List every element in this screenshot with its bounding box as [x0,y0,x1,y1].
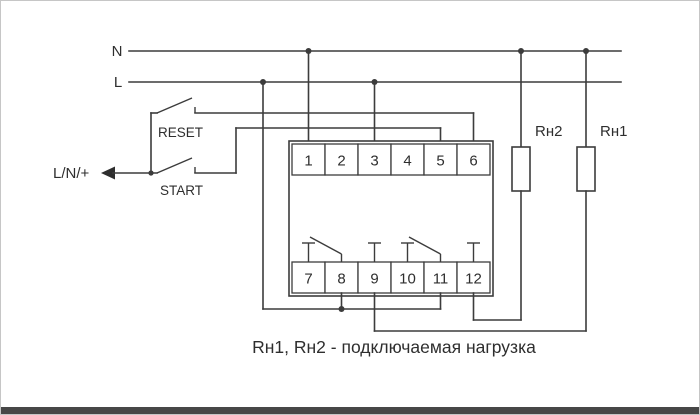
bottom-edge-bar [1,407,699,414]
start-switch: START [156,127,442,198]
caption: Rн1, Rн2 - подключаемая нагрузка [252,337,536,357]
power-rails: N L [112,43,622,91]
relay-contact-2 [401,236,480,262]
terminal-cell [390,261,425,294]
contact-blade [309,236,342,255]
supply-wires [305,48,378,145]
terminal-cell [357,261,392,294]
supply-direction-label: L/N/+ [53,165,90,182]
left-arrow-icon [101,166,115,180]
reset-label: RESET [158,125,203,140]
terminal-cell [291,261,326,294]
rn2-label: Rн2 [535,123,562,140]
relay-contact-1 [302,236,381,262]
terminal-cell [456,143,491,176]
terminal-number: 8 [337,271,345,288]
terminal-number: 11 [433,271,449,288]
top-terminal-row: 1 2 3 4 5 6 [291,143,491,176]
terminal-number: 2 [337,153,345,170]
junction-dot [305,48,312,54]
terminal-number: 3 [370,153,378,170]
junction-dot [338,306,345,312]
relay-device: 1 2 3 4 5 6 7 8 9 10 11 12 [288,140,494,297]
rn1-label: Rн1 [600,123,627,140]
bottom-terminal-row: 7 8 9 10 11 12 [291,261,491,294]
contact-blade [408,236,441,255]
rn2-resistor [511,146,531,192]
rn1-resistor [576,146,596,192]
terminal-cell [324,143,359,176]
terminal-cell [423,143,458,176]
reset-switch: RESET [150,97,475,145]
terminal-number: 7 [304,271,312,288]
n-rail-label: N [112,43,123,60]
terminal-cell [390,143,425,176]
control-branch: L/N/+ RESET START [53,97,475,198]
l-rail-label: L [114,74,122,91]
terminal-cell [423,261,458,294]
junction-dot [371,79,378,85]
reset-switch-blade [156,97,193,114]
start-switch-blade [156,157,193,174]
load-rn2: Rн2 [472,48,562,321]
terminal-cell [456,261,491,294]
junction-dot [518,48,524,54]
terminal-number: 12 [465,271,482,288]
terminal-number: 1 [304,153,312,170]
junction-dot [260,79,266,85]
terminal-number: 10 [399,271,416,288]
junction-dot [583,48,589,54]
terminal-number: 5 [436,153,444,170]
terminal-number: 6 [469,153,477,170]
start-label: START [160,183,203,198]
common-to-l-wires [260,79,442,312]
load-rn1: Rн1 [373,48,627,332]
terminal-number: 9 [370,271,378,288]
terminal-number: 4 [403,153,411,170]
